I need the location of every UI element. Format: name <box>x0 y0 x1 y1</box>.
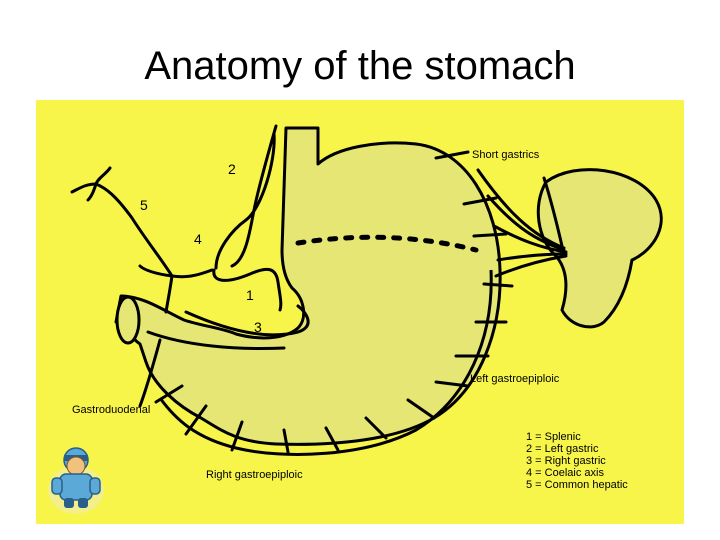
gastroepiploic-branches <box>154 150 514 454</box>
label-left-gastroepiploic: Left gastroepiploic <box>470 373 560 385</box>
stomach-diagram: Short gastrics Left gastroepiploic Right… <box>36 100 684 524</box>
short-gastric-vessels <box>476 168 568 278</box>
legend-item-4: 4 = Coelaic axis <box>526 467 604 479</box>
legend-item-2: 2 = Left gastric <box>526 443 599 455</box>
label-number-3: 3 <box>254 319 262 335</box>
lesser-curvature-vessels <box>146 304 310 350</box>
legend-item-5: 5 = Common hepatic <box>526 479 628 491</box>
legend: 1 = Splenic 2 = Left gastric 3 = Right g… <box>526 431 628 491</box>
label-short-gastrics: Short gastrics <box>472 149 540 161</box>
spleen-shape <box>536 168 663 329</box>
page-title: Anatomy of the stomach <box>144 44 576 88</box>
label-number-2: 2 <box>228 161 236 177</box>
label-number-1: 1 <box>246 287 254 303</box>
gastroepiploic-arcade <box>158 269 493 456</box>
label-number-4: 4 <box>194 231 202 247</box>
label-number-5: 5 <box>140 197 148 213</box>
watershed-dashed-line <box>295 234 479 253</box>
diagram-canvas: Short gastrics Left gastroepiploic Right… <box>36 100 684 524</box>
legend-item-1: 1 = Splenic <box>526 431 581 443</box>
duodenal-opening <box>115 295 141 345</box>
stomach-shape <box>114 126 502 446</box>
doctor-mascot-icon <box>48 447 104 514</box>
coeliac-vessels <box>70 124 283 408</box>
label-gastroduodenal: Gastroduodenal <box>72 404 150 416</box>
legend-item-3: 3 = Right gastric <box>526 455 606 467</box>
label-right-gastroepiploic: Right gastroepiploic <box>206 469 303 481</box>
